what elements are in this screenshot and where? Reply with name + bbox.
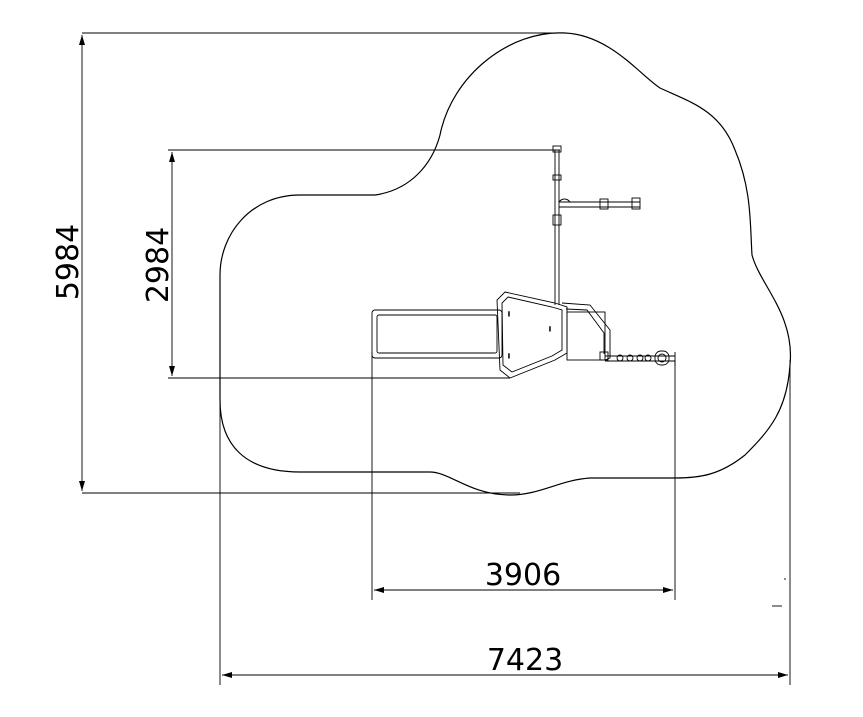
slide [371, 309, 503, 359]
dim-label-structure-height: 2984 [141, 227, 176, 303]
safety-zone-outline [219, 32, 792, 496]
extension-lines [82, 32, 791, 685]
dim-label-total-width: 7423 [487, 643, 563, 678]
dim-label-structure-width: 3906 [485, 558, 561, 593]
svg-text:⁞: ⁞ [549, 326, 551, 333]
platform [496, 291, 568, 379]
stray-marks [772, 578, 786, 607]
svg-text:⁞: ⁞ [508, 353, 510, 360]
dimension-lines [79, 35, 788, 678]
play-structure: ⁞ ⁞ ⁞ [371, 145, 676, 379]
svg-text:⁞: ⁞ [508, 311, 510, 318]
dim-label-total-height: 5984 [51, 224, 86, 300]
